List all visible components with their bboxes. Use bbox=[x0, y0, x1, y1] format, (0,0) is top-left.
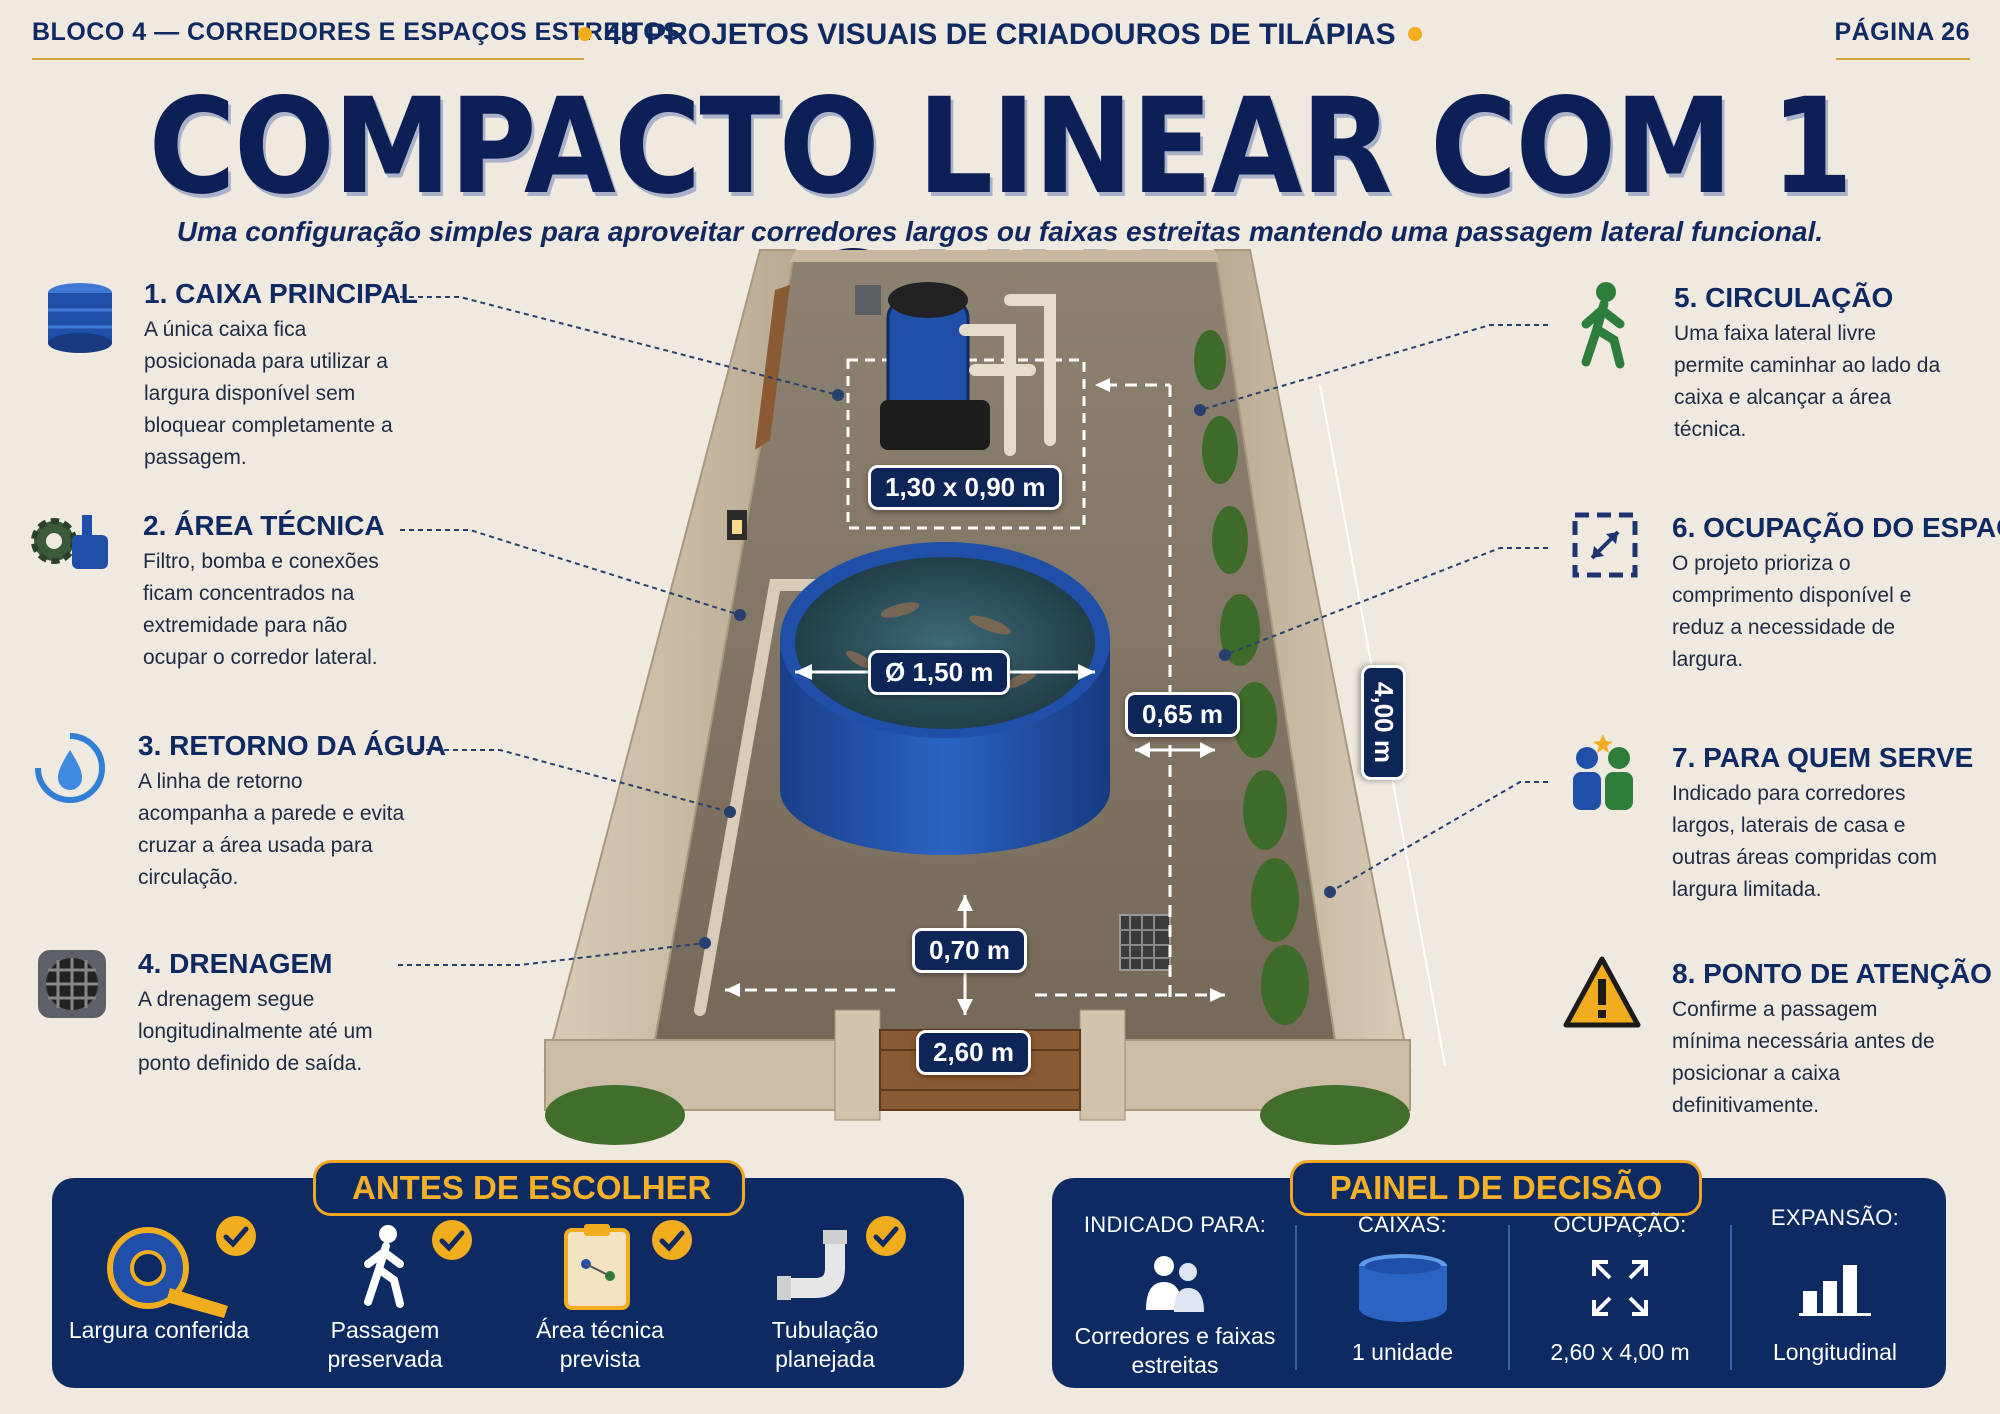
water-tank-icon bbox=[40, 275, 120, 355]
decision-value: Corredores e faixas estreitas bbox=[1074, 1323, 1276, 1378]
decision-value: Longitudinal bbox=[1772, 1339, 1898, 1365]
gold-dot-icon bbox=[578, 27, 593, 42]
walking-person-icon bbox=[1572, 280, 1652, 369]
decision-head: INDICADO PARA: bbox=[1083, 1212, 1267, 1237]
check-icon bbox=[866, 1216, 906, 1256]
drain-grate bbox=[1119, 914, 1171, 971]
gate-pillar-right bbox=[1079, 1009, 1126, 1121]
tank-water bbox=[795, 557, 1095, 729]
item-text: Indicado para corredores largos, laterai… bbox=[1672, 782, 1937, 901]
tank-base bbox=[775, 740, 1115, 860]
front-wall-right bbox=[1079, 1039, 1411, 1111]
before-item-label: Tubulação planejada bbox=[771, 1317, 879, 1372]
decision-panel-title: PAINEL DE DECISÃO bbox=[1290, 1160, 1702, 1216]
column-divider bbox=[1295, 1225, 1297, 1370]
people-icon bbox=[1070, 1238, 1280, 1322]
decision-col-indicado: INDICADO PARA: Corredores e faixas estre… bbox=[1070, 1212, 1280, 1380]
item-para-quem-serve: 7. PARA QUEM SERVE Indicado para corredo… bbox=[1672, 742, 1974, 906]
header-right-underline bbox=[1836, 58, 1970, 60]
page-number: PÁGINA 26 bbox=[1834, 18, 1970, 46]
side-passage-label: 0,65 m bbox=[1125, 692, 1240, 737]
plants-right bbox=[1194, 330, 1309, 1025]
bar-chart-icon bbox=[1735, 1231, 1935, 1338]
page-subtitle: Uma configuração simples para aproveitar… bbox=[176, 216, 1824, 247]
dimension-lines bbox=[725, 383, 1446, 1066]
column-divider bbox=[1730, 1225, 1732, 1370]
gate-pillar-left bbox=[834, 1009, 881, 1121]
item-title: 2. ÁREA TÉCNICA bbox=[143, 510, 385, 541]
decision-head: OCUPAÇÃO: bbox=[1553, 1212, 1687, 1237]
item-title: 7. PARA QUEM SERVE bbox=[1672, 742, 1974, 773]
before-choosing-title: ANTES DE ESCOLHER bbox=[313, 1160, 745, 1216]
tape-measure-icon bbox=[100, 1218, 228, 1318]
item-text: A linha de retorno acompanha a parede e … bbox=[138, 770, 405, 889]
tech-area-dimension: 1,30 x 0,90 m bbox=[868, 465, 1063, 510]
decision-col-expansao: EXPANSÃO: Longitudinal bbox=[1735, 1205, 1935, 1367]
decision-col-ocupacao: OCUPAÇÃO: 2,60 x 4,00 m bbox=[1515, 1212, 1725, 1367]
decision-head: EXPANSÃO: bbox=[1770, 1205, 1900, 1230]
column-divider bbox=[1508, 1225, 1510, 1370]
water-tank-icon bbox=[1305, 1238, 1500, 1338]
pipe-elbow-icon bbox=[775, 1228, 865, 1308]
item-title: 8. PONTO DE ATENÇÃO bbox=[1672, 958, 1992, 989]
fish-tank-rim bbox=[780, 542, 1110, 738]
walking-person-icon bbox=[352, 1222, 422, 1312]
item-title: 1. CAIXA PRINCIPAL bbox=[144, 278, 418, 309]
item-ocupacao: 6. OCUPAÇÃO DO ESPAÇO O projeto prioriza… bbox=[1672, 512, 2000, 676]
clipboard-icon bbox=[560, 1220, 634, 1310]
item-title: 4. DRENAGEM bbox=[138, 948, 333, 979]
before-item-label: Passagem preservada bbox=[327, 1317, 443, 1372]
check-icon bbox=[216, 1216, 256, 1256]
decision-col-caixas: CAIXAS: 1 unidade bbox=[1305, 1212, 1500, 1367]
item-text: Confirme a passagem mínima necessária an… bbox=[1672, 998, 1935, 1117]
water-cycle-icon bbox=[30, 728, 110, 808]
gear-pump-icon bbox=[26, 505, 108, 585]
length-label: 4,00 m bbox=[1360, 665, 1406, 780]
item-retorno-agua: 3. RETORNO DA ÁGUA A linha de retorno ac… bbox=[138, 730, 447, 894]
decision-head: CAIXAS: bbox=[1358, 1212, 1447, 1237]
page-title: COMPACTO LINEAR COM 1 CAIXA bbox=[148, 70, 1854, 378]
check-icon bbox=[652, 1220, 692, 1260]
check-icon bbox=[432, 1220, 472, 1260]
callout-leaders bbox=[398, 296, 1548, 966]
series-title: 48 PROJETOS VISUAIS DE CRIADOUROS DE TIL… bbox=[0, 18, 2000, 52]
item-text: A drenagem segue longitudinalmente até u… bbox=[138, 988, 373, 1075]
item-text: O projeto prioriza o comprimento disponí… bbox=[1672, 552, 1912, 671]
item-text: Filtro, bomba e conexões ficam concentra… bbox=[143, 550, 379, 669]
wall-lamp bbox=[727, 510, 747, 540]
series-title-text: 48 PROJETOS VISUAIS DE CRIADOUROS DE TIL… bbox=[604, 18, 1396, 51]
item-title: 5. CIRCULAÇÃO bbox=[1674, 282, 1894, 313]
item-circulacao: 5. CIRCULAÇÃO Uma faixa lateral livre pe… bbox=[1674, 282, 1944, 446]
front-wall-left bbox=[544, 1039, 881, 1111]
width-label: 2,60 m bbox=[916, 1030, 1031, 1075]
item-title: 3. RETORNO DA ÁGUA bbox=[138, 730, 447, 761]
item-text: Uma faixa lateral livre permite caminhar… bbox=[1674, 322, 1941, 441]
front-shrubs bbox=[545, 1085, 1410, 1145]
item-text: A única caixa fica posicionada para util… bbox=[144, 318, 393, 469]
header-left-underline bbox=[32, 58, 584, 60]
warning-icon bbox=[1562, 955, 1642, 1035]
people-icon bbox=[1565, 730, 1645, 810]
return-pipe bbox=[694, 579, 844, 1016]
decision-value: 2,60 x 4,00 m bbox=[1550, 1339, 1690, 1365]
gold-dot-icon bbox=[1407, 27, 1422, 42]
item-drenagem: 4. DRENAGEM A drenagem segue longitudina… bbox=[138, 948, 408, 1080]
drain-grate-icon bbox=[34, 946, 114, 1026]
block-label: BLOCO 4 — CORREDORES E ESPAÇOS ESTREITOS bbox=[32, 18, 681, 46]
tank-diameter-label: Ø 1,50 m bbox=[868, 650, 1011, 695]
expand-arrows-icon bbox=[1515, 1238, 1725, 1338]
expand-arrows-icon bbox=[1570, 510, 1650, 590]
pump bbox=[880, 400, 990, 450]
item-title: 6. OCUPAÇÃO DO ESPAÇO bbox=[1672, 512, 2000, 543]
item-ponto-atencao: 8. PONTO DE ATENÇÃO Confirme a passagem … bbox=[1672, 958, 1992, 1122]
front-gap-label: 0,70 m bbox=[912, 928, 1027, 973]
item-caixa-principal: 1. CAIXA PRINCIPAL A única caixa fica po… bbox=[144, 278, 418, 474]
item-area-tecnica: 2. ÁREA TÉCNICA Filtro, bomba e conexões… bbox=[143, 510, 413, 674]
decision-value: 1 unidade bbox=[1351, 1339, 1454, 1365]
before-item-label: Área técnica prevista bbox=[536, 1317, 664, 1372]
before-item-label: Largura conferida bbox=[68, 1317, 250, 1343]
